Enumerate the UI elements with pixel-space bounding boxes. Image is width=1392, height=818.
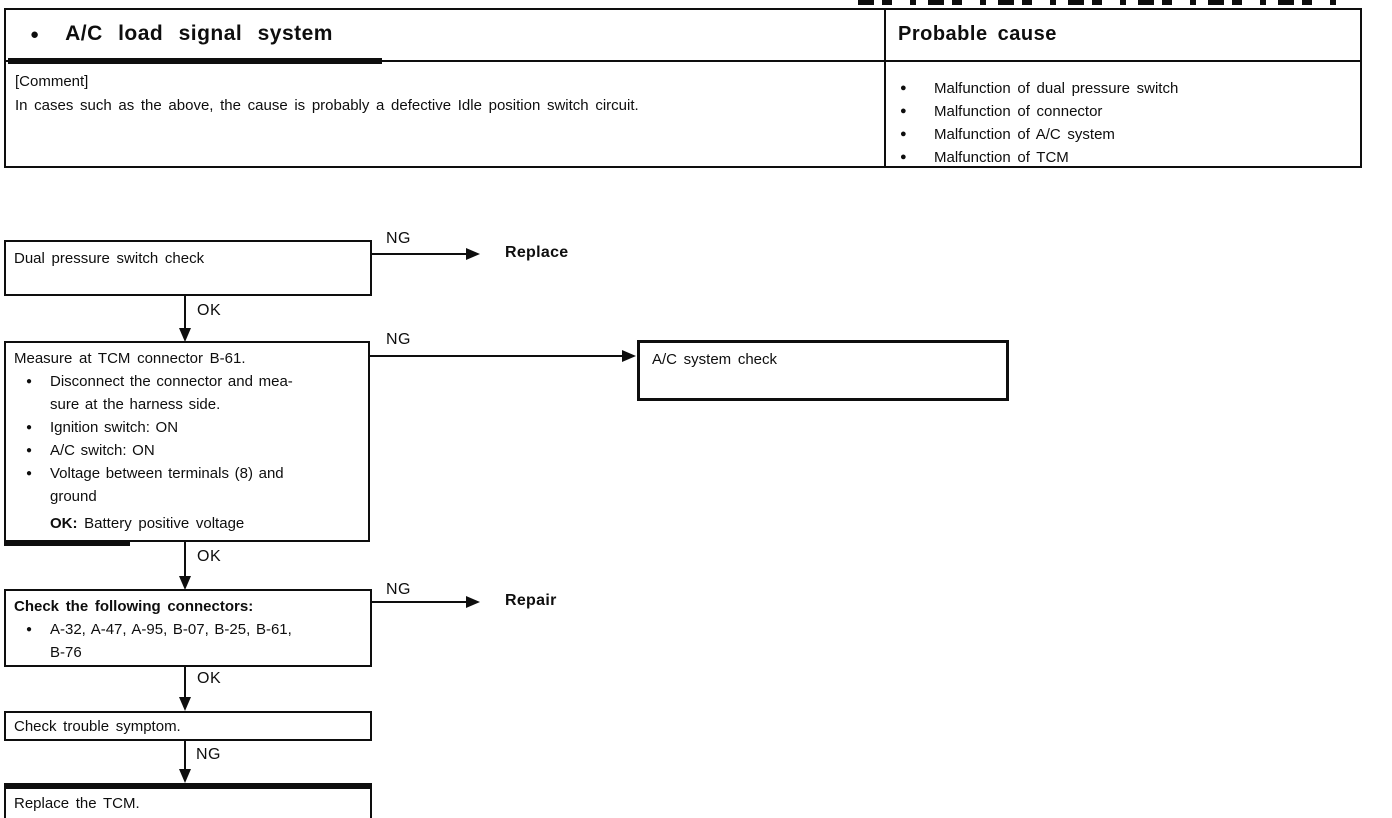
table-row-divider-thick-segment [8, 58, 382, 64]
flow-box-title: Dual pressure switch check [14, 250, 205, 267]
flow-box-title: Check trouble symptom. [14, 718, 181, 735]
flow-box-title: Measure at TCM connector B-61. [14, 350, 246, 367]
info-table: ● A/C load signal system Probable cause … [4, 8, 1362, 168]
flow-box-measure-tcm-connector: Measure at TCM connector B-61. ● Disconn… [4, 341, 370, 542]
ng-arrow-line [184, 741, 186, 771]
flow-box-title: A/C system check [652, 351, 778, 368]
flow-box-dual-pressure-switch-check: Dual pressure switch check [4, 240, 372, 296]
bullet-text: Disconnect the connector and mea- sure a… [50, 373, 293, 413]
ng-label: NG [386, 581, 411, 598]
ok-result-prefix: OK: [50, 515, 78, 532]
flow-box-title: Replace the TCM. [14, 795, 140, 812]
down-arrow-icon [179, 328, 191, 342]
ok-arrow-line [184, 542, 186, 580]
cause-text: Malfunction of TCM [934, 149, 1069, 166]
ok-label: OK [197, 670, 222, 687]
bullet-text: A/C switch: ON [50, 442, 155, 459]
flow-bullet-item: ● A-32, A-47, A-95, B-07, B-25, B-61, B-… [14, 618, 366, 664]
comment-block: [Comment] In cases such as the above, th… [15, 70, 639, 118]
ng-label: NG [196, 746, 221, 763]
cause-text: Malfunction of connector [934, 103, 1103, 120]
down-arrow-icon [179, 697, 191, 711]
right-arrow-icon [466, 248, 480, 260]
flow-box-ac-system-check: A/C system check [637, 340, 1009, 401]
ok-label: OK [197, 302, 222, 319]
flow-box-check-connectors: Check the following connectors: ● A-32, … [4, 589, 372, 667]
ok-result-line: OK: Battery positive voltage [14, 512, 364, 535]
bullet-text: Ignition switch: ON [50, 419, 179, 436]
cause-item: ● Malfunction of dual pressure switch [898, 77, 1178, 100]
scan-artifact-bar [4, 540, 130, 546]
ok-result-text: Battery positive voltage [84, 515, 245, 532]
ng-arrow-line [370, 355, 622, 357]
comment-text: In cases such as the above, the cause is… [15, 97, 639, 114]
right-arrow-icon [466, 596, 480, 608]
down-arrow-icon [179, 576, 191, 590]
ok-arrow-line [184, 296, 186, 330]
flow-bullet-item: ● Disconnect the connector and mea- sure… [14, 370, 364, 416]
bullet-icon: ● [26, 468, 33, 479]
cause-item: ● Malfunction of connector [898, 100, 1178, 123]
scan-artifact-dashes [858, 0, 1336, 5]
bullet-icon: ● [26, 624, 33, 635]
ng-label: NG [386, 230, 411, 247]
right-arrow-icon [622, 350, 636, 362]
bullet-text: A-32, A-47, A-95, B-07, B-25, B-61, B-76 [50, 621, 292, 661]
repair-action-label: Repair [505, 592, 557, 609]
table-column-divider [884, 10, 886, 166]
bullet-icon: ● [900, 128, 907, 140]
ng-label: NG [386, 331, 411, 348]
ng-arrow-line [372, 601, 466, 603]
cause-text: Malfunction of A/C system [934, 126, 1115, 143]
down-arrow-icon [179, 769, 191, 783]
flow-bullet-item: ● Ignition switch: ON [14, 416, 364, 439]
system-header: ● A/C load signal system [30, 22, 333, 46]
bullet-icon: ● [26, 445, 33, 456]
flow-bullet-item: ● A/C switch: ON [14, 439, 364, 462]
flow-bullet-item: ● Voltage between terminals (8) and grou… [14, 462, 364, 508]
bullet-icon: ● [900, 151, 907, 163]
bullet-icon: ● [26, 422, 33, 433]
ng-arrow-line [372, 253, 468, 255]
bullet-icon: ● [30, 25, 40, 43]
ok-arrow-line [184, 667, 186, 700]
cause-text: Malfunction of dual pressure switch [934, 80, 1179, 97]
flow-box-check-trouble-symptom: Check trouble symptom. [4, 711, 372, 741]
probable-cause-list: ● Malfunction of dual pressure switch ● … [898, 77, 1178, 169]
cause-item: ● Malfunction of A/C system [898, 123, 1178, 146]
replace-action-label: Replace [505, 244, 569, 261]
bullet-text: Voltage between terminals (8) and ground [50, 465, 284, 505]
flow-box-title: Check the following connectors: [14, 598, 254, 615]
probable-cause-title: Probable cause [898, 23, 1057, 45]
system-title: A/C load signal system [65, 22, 333, 45]
table-row-divider [6, 60, 1360, 62]
flow-box-replace-tcm: Replace the TCM. [4, 783, 372, 818]
bullet-icon: ● [26, 376, 33, 387]
bullet-icon: ● [900, 105, 907, 117]
comment-label: [Comment] [15, 73, 89, 90]
bullet-icon: ● [900, 82, 907, 94]
ok-label: OK [197, 548, 222, 565]
cause-item: ● Malfunction of TCM [898, 146, 1178, 169]
